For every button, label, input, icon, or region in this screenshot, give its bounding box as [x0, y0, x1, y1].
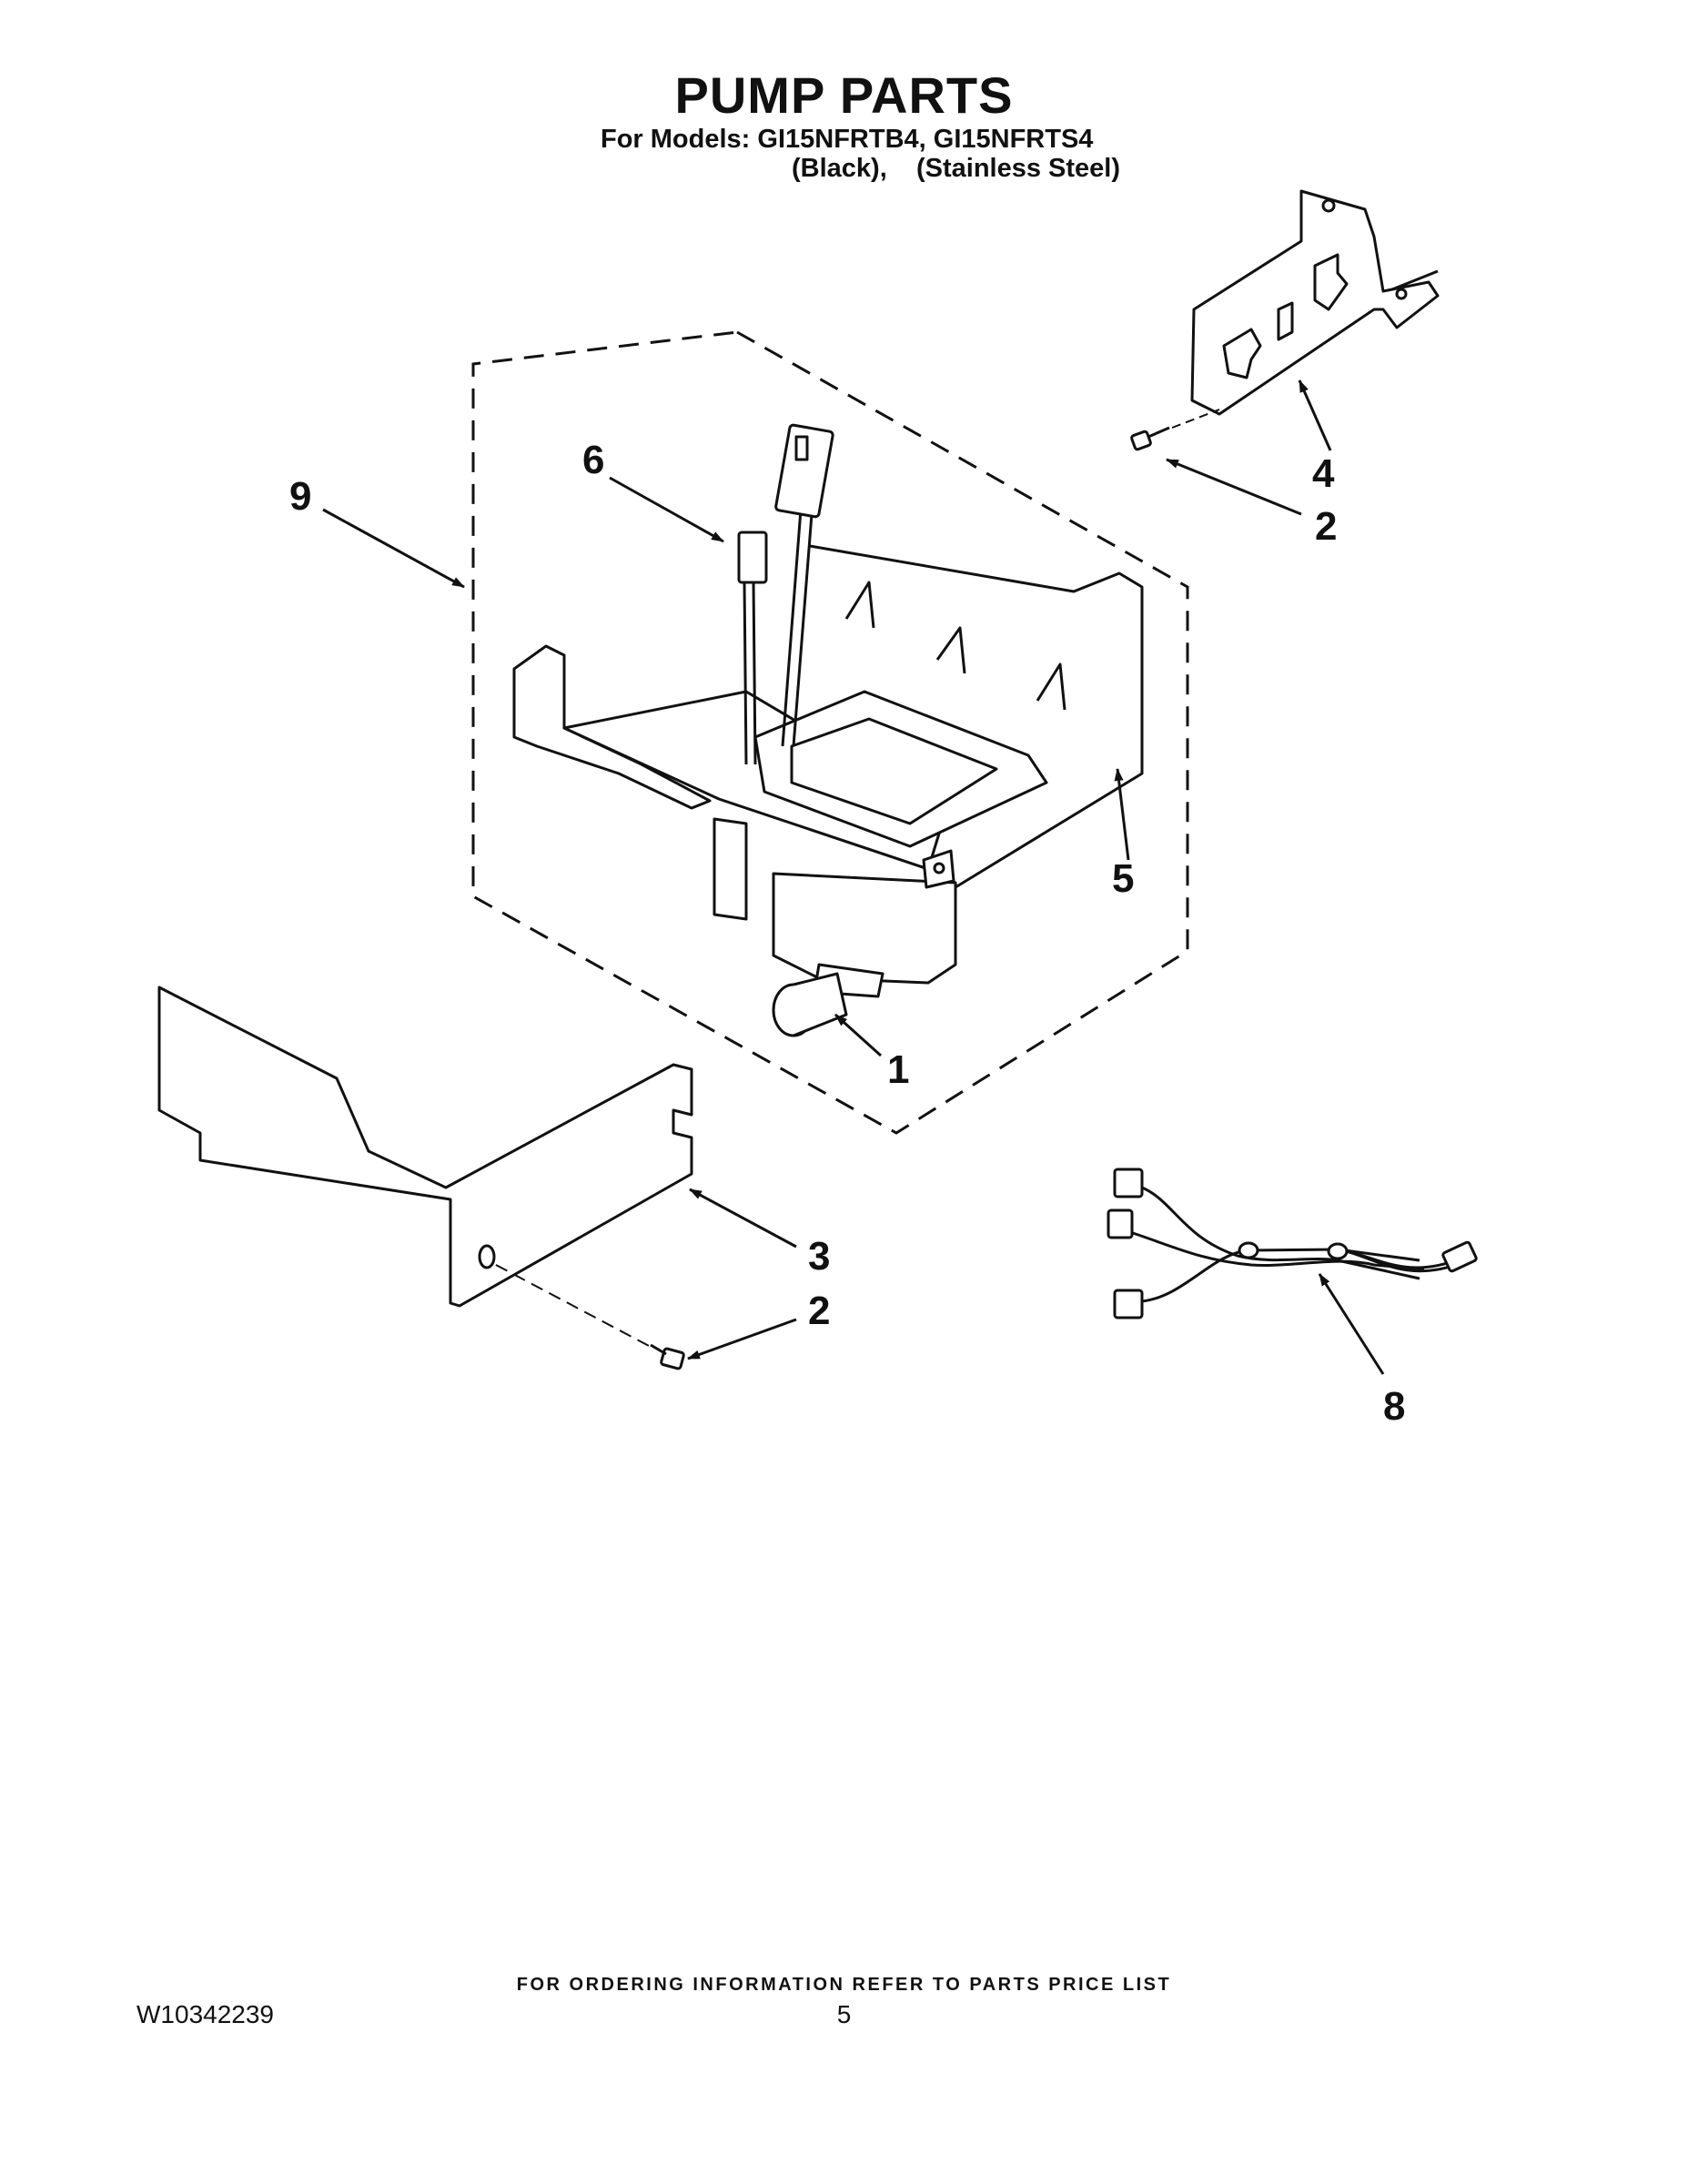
leader-2-lower — [687, 1318, 797, 1360]
ordering-note: FOR ORDERING INFORMATION REFER TO PARTS … — [516, 1975, 1172, 1995]
wire-harness-part — [1107, 1168, 1478, 1320]
leader-6 — [609, 476, 724, 543]
leader-4 — [1298, 379, 1332, 451]
screw-lower-part — [650, 1343, 685, 1370]
callout-6: 6 — [582, 438, 604, 482]
leader-3 — [689, 1188, 797, 1249]
page-number: 5 — [836, 2000, 852, 2028]
callout-9: 9 — [289, 474, 311, 519]
bracket-path-line — [1171, 409, 1220, 429]
leader-8 — [1318, 1273, 1385, 1375]
screw-path-line — [495, 1264, 652, 1348]
leader-2-upper — [1166, 458, 1302, 516]
document-number: W10342239 — [136, 2000, 275, 2028]
assembly-boundary — [471, 330, 1189, 1135]
page-title: PUMP PARTS — [674, 66, 1014, 124]
model-numbers: For Models: GI15NFRTB4, GI15NFRTS4 — [601, 125, 1094, 154]
screw-upper-part — [1130, 426, 1170, 451]
pump-assembly-part — [512, 423, 1144, 1037]
leader-9 — [322, 508, 465, 589]
callout-2-upper: 2 — [1315, 504, 1337, 549]
callout-8: 8 — [1383, 1384, 1405, 1429]
leader-1 — [834, 1013, 883, 1057]
callout-1: 1 — [887, 1047, 909, 1092]
leader-5 — [1114, 768, 1130, 861]
front-cover-part — [157, 986, 693, 1308]
callout-3: 3 — [808, 1234, 830, 1279]
model-variants: (Black), (Stainless Steel) — [792, 154, 1121, 183]
callout-2-lower: 2 — [808, 1289, 830, 1333]
mounting-bracket-part — [1190, 189, 1440, 416]
callout-4: 4 — [1312, 451, 1335, 496]
leader-lines — [322, 379, 1385, 1375]
callout-5: 5 — [1112, 856, 1134, 901]
